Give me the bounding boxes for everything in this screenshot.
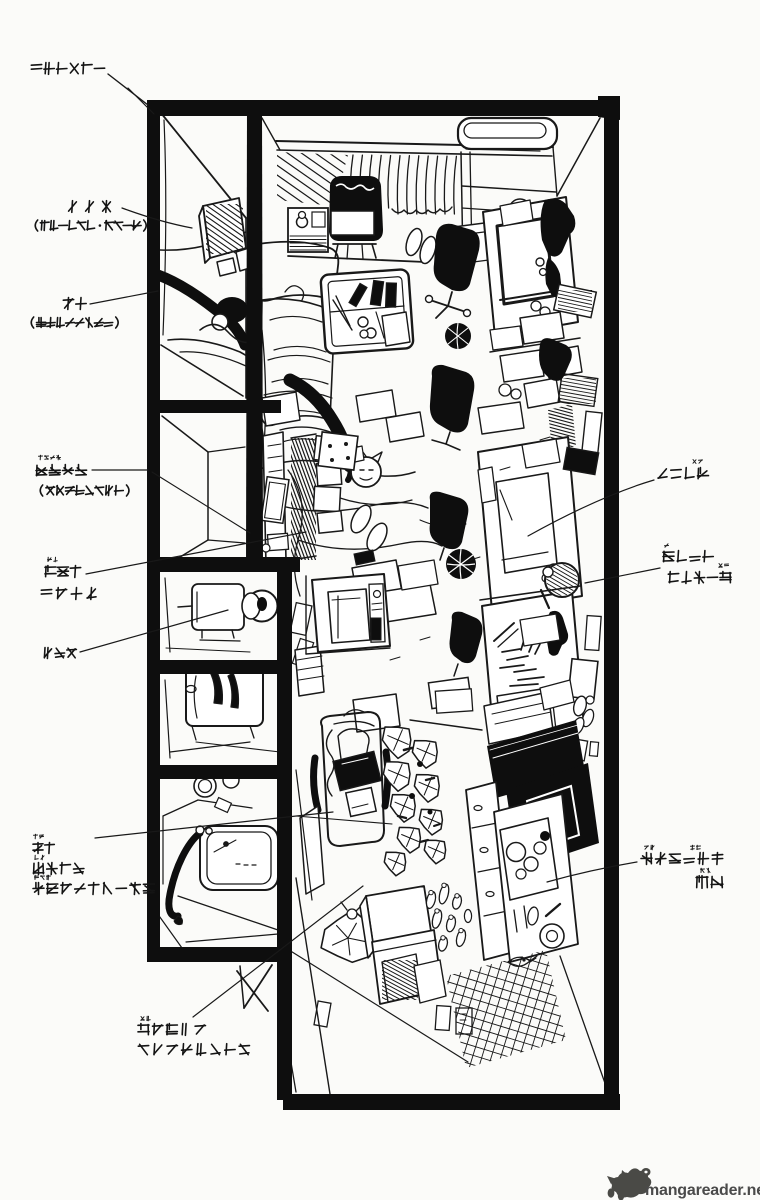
svg-text:mangareader.net: mangareader.net bbox=[645, 1182, 760, 1199]
